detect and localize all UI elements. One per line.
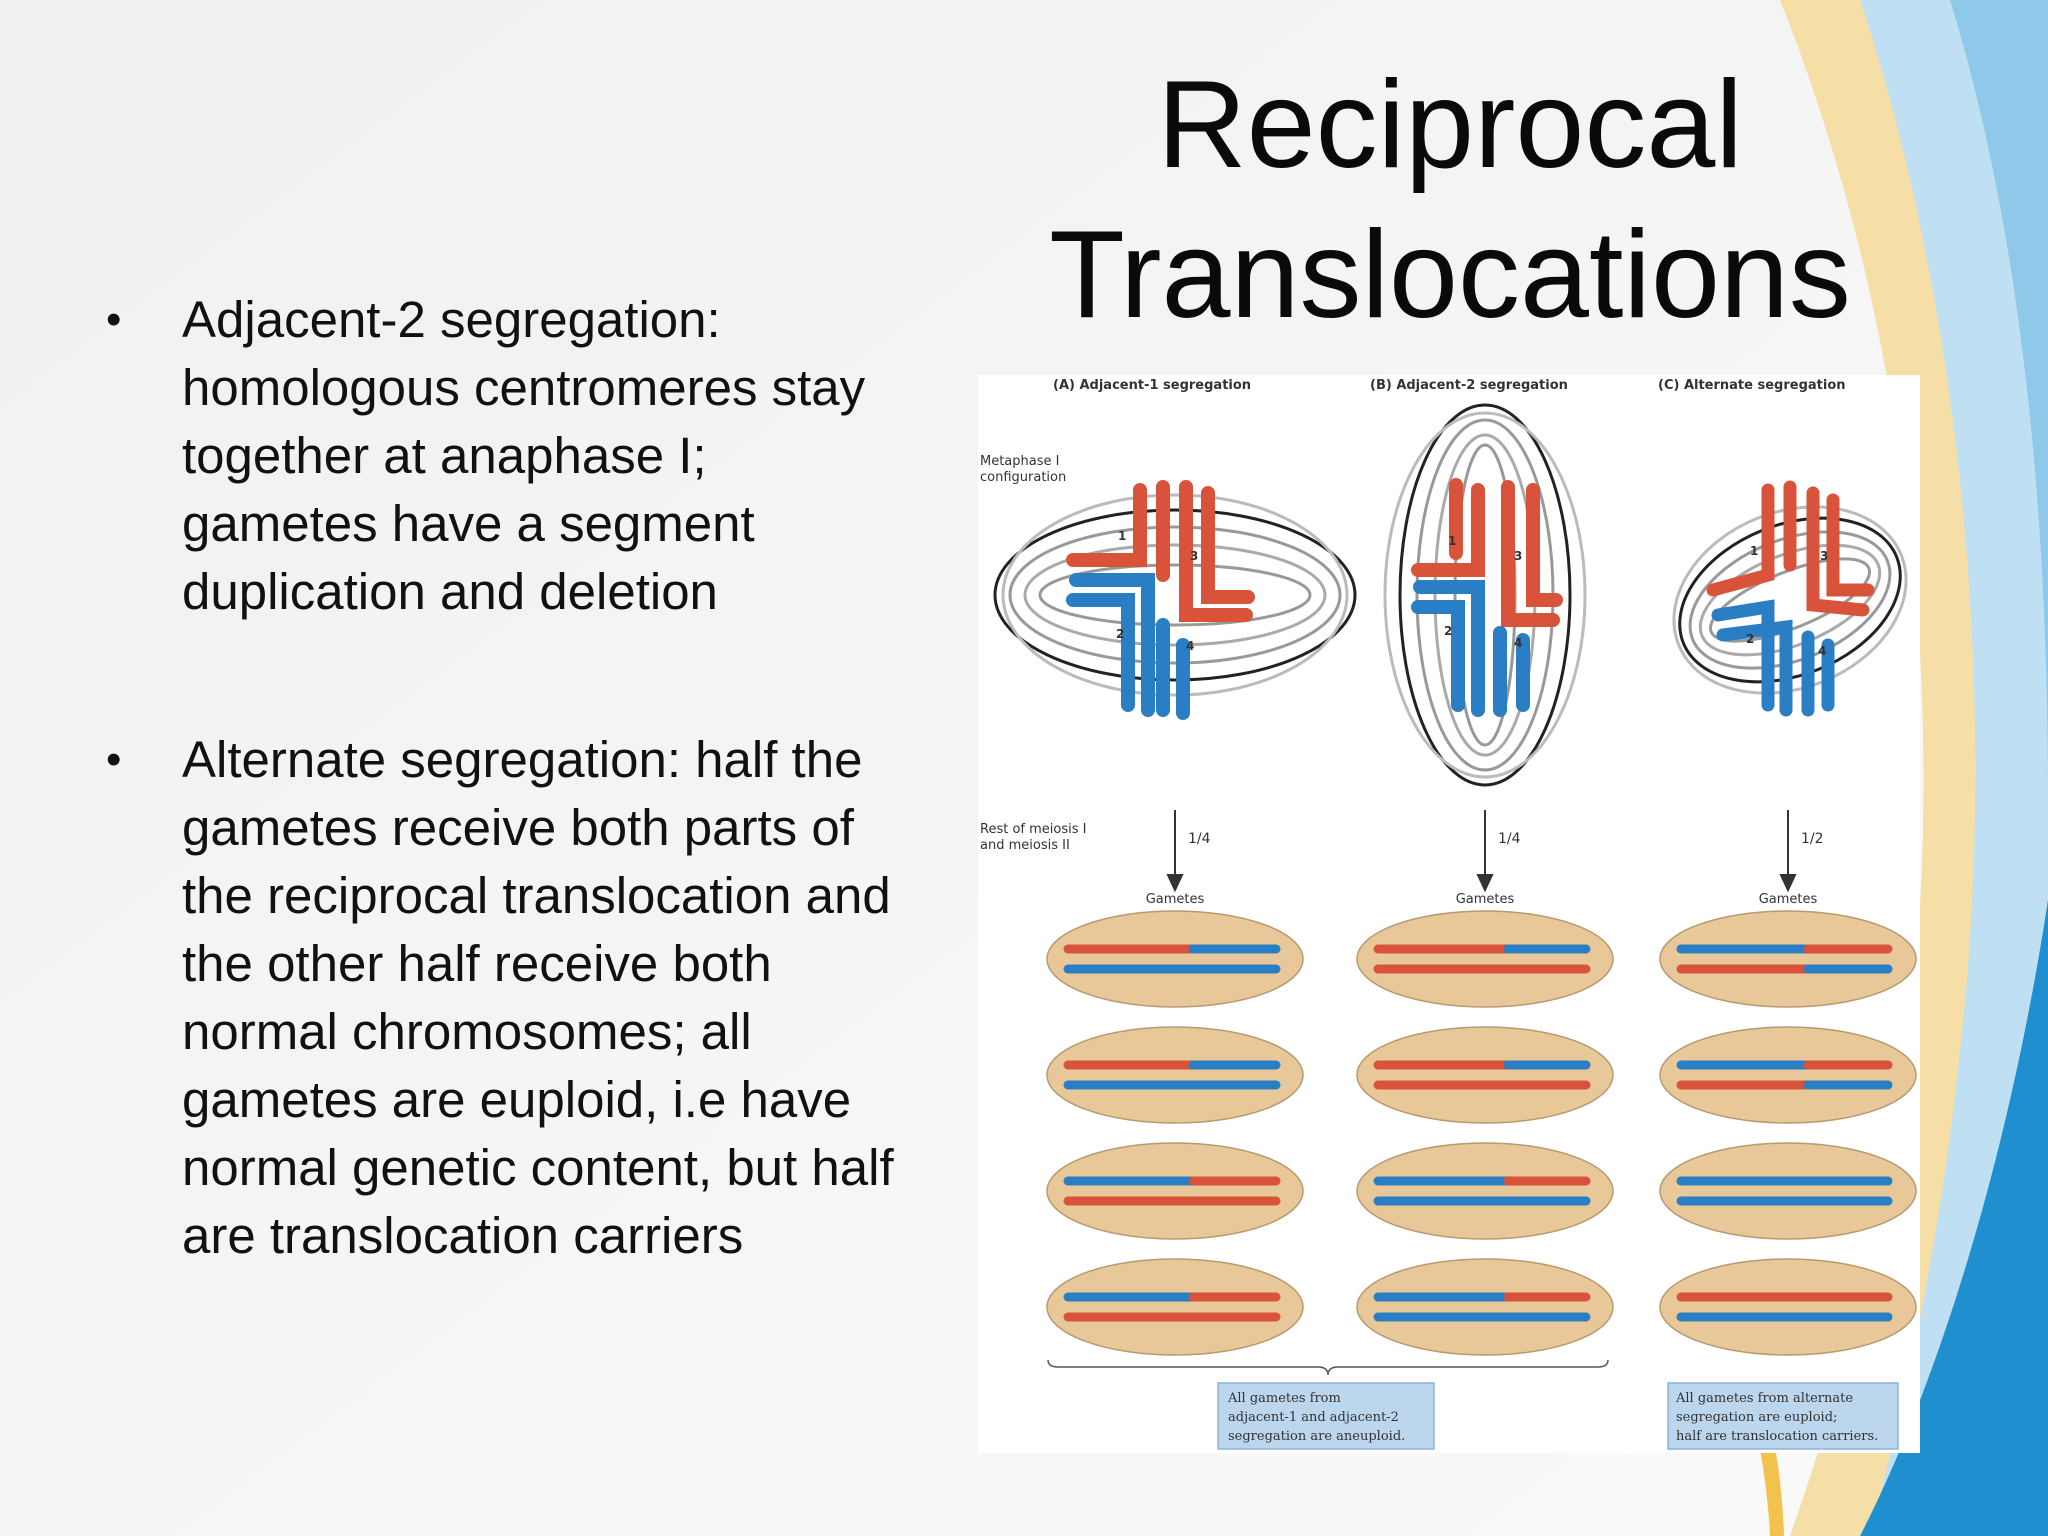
gamete-cells — [1046, 910, 1917, 1356]
chromosome-4-label-a: 4 — [1186, 639, 1194, 653]
chromosome-2-label-b: 2 — [1444, 624, 1452, 638]
chromosome-1-label-a: 1 — [1118, 529, 1126, 543]
slide-title: Reciprocal Translocations — [1010, 50, 1890, 350]
chromosome-1-label-c: 1 — [1750, 544, 1758, 558]
note-left-line-1: All gametes from — [1227, 1391, 1341, 1406]
segregation-figure: (A) Adjacent-1 segregation (B) Adjacent-… — [978, 375, 1920, 1453]
bullet-item: • Adjacent-2 segregation: homologous cen… — [100, 286, 900, 626]
chromosome-3-label-c: 3 — [1820, 549, 1828, 563]
gamete-cell — [1356, 1026, 1614, 1124]
bullet-glyph: • — [106, 295, 122, 344]
gamete-cell — [1046, 1258, 1304, 1356]
gametes-label-a: Gametes — [1146, 892, 1205, 907]
chromosome-4-label-c: 4 — [1818, 644, 1826, 658]
rest-label-2: and meiosis II — [980, 838, 1070, 853]
gamete-cell — [1356, 1142, 1614, 1240]
note-aneuploid: All gametes from adjacent-1 and adjacent… — [1217, 1382, 1435, 1450]
gamete-cell — [1659, 1142, 1917, 1240]
chromosome-2-label-a: 2 — [1116, 627, 1124, 641]
metaphase-label-2: configuration — [980, 470, 1066, 485]
arrows — [1166, 810, 1797, 893]
title-line-1: Reciprocal — [1157, 56, 1743, 194]
gamete-cell — [1659, 910, 1917, 1008]
chromosomes-a — [1066, 480, 1255, 720]
bullet-glyph: • — [106, 735, 122, 784]
segregation-diagram: (A) Adjacent-1 segregation (B) Adjacent-… — [980, 378, 1917, 1450]
chromosomes-b — [1411, 478, 1563, 717]
panel-a-label: (A) Adjacent-1 segregation — [1053, 378, 1251, 393]
bullet-text: Adjacent-2 segregation: homologous centr… — [182, 291, 866, 620]
chromosomes-c — [1706, 480, 1875, 717]
gamete-cell — [1046, 1026, 1304, 1124]
gametes-label-b: Gametes — [1456, 892, 1515, 907]
chromosome-2-label-c: 2 — [1746, 632, 1754, 646]
gamete-cell — [1046, 1142, 1304, 1240]
chromosome-3-label-b: 3 — [1514, 549, 1522, 563]
bullet-text: Alternate segregation: half the gametes … — [182, 731, 894, 1264]
bullet-list: • Adjacent-2 segregation: homologous cen… — [100, 286, 900, 1370]
chromosome-1-label-b: 1 — [1448, 534, 1456, 548]
gamete-cell — [1659, 1026, 1917, 1124]
bracket-ab — [1047, 1359, 1609, 1376]
title-line-2: Translocations — [1049, 206, 1851, 344]
gamete-cell — [1356, 1258, 1614, 1356]
fraction-a: 1/4 — [1188, 831, 1211, 847]
panel-c-label: (C) Alternate segregation — [1658, 378, 1846, 393]
fraction-b: 1/4 — [1498, 831, 1521, 847]
panel-b-label: (B) Adjacent-2 segregation — [1370, 378, 1568, 393]
bullet-item: • Alternate segregation: half the gamete… — [100, 726, 900, 1270]
note-right-line-1: All gametes from alternate — [1675, 1391, 1853, 1406]
gamete-cell — [1356, 910, 1614, 1008]
rest-label-1: Rest of meiosis I — [980, 822, 1086, 837]
fraction-c: 1/2 — [1801, 831, 1824, 847]
note-left-line-3: segregation are aneuploid. — [1228, 1429, 1405, 1444]
gamete-cell — [1659, 1258, 1917, 1356]
note-left-line-2: adjacent-1 and adjacent-2 — [1228, 1410, 1399, 1425]
gamete-cell — [1046, 910, 1304, 1008]
chromosome-4-label-b: 4 — [1514, 636, 1522, 650]
chromosome-3-label-a: 3 — [1190, 549, 1198, 563]
note-euploid: All gametes from alternate segregation a… — [1667, 1382, 1899, 1450]
note-right-line-2: segregation are euploid; — [1676, 1410, 1837, 1425]
gametes-label-c: Gametes — [1759, 892, 1818, 907]
spindle-a — [993, 493, 1357, 697]
metaphase-label-1: Metaphase I — [980, 454, 1059, 469]
note-right-line-3: half are translocation carriers. — [1676, 1429, 1878, 1444]
spindle-b — [1383, 403, 1587, 787]
